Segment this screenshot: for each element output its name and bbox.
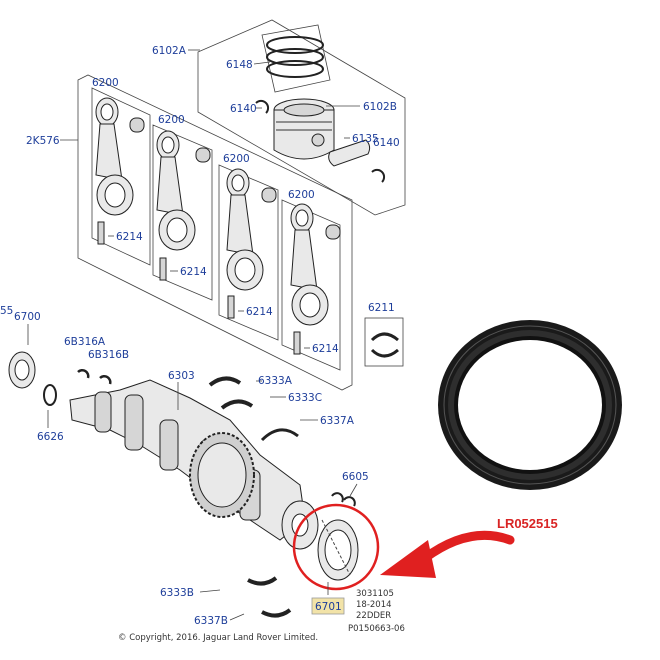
label-6214-c: 6214 <box>246 306 273 318</box>
highlight-box-6701 <box>311 597 345 615</box>
meta-line-1: 3031105 <box>356 589 394 599</box>
label-6626: 6626 <box>37 431 64 443</box>
label-6200-b: 6200 <box>158 114 185 126</box>
label-6135: 6135 <box>352 133 379 145</box>
connecting-rod-group <box>77 74 353 391</box>
label-6337B: 6337B <box>194 615 228 627</box>
label-6102A: 6102A <box>152 45 187 57</box>
meta-line-3: 22DDER <box>356 611 391 621</box>
label-6605: 6605 <box>342 471 369 483</box>
label-6333C: 6333C <box>288 392 322 404</box>
label-6333A: 6333A <box>258 375 293 387</box>
highlight-circle <box>292 503 380 591</box>
label-2K576: 2K576 <box>26 135 60 147</box>
label-6214-b: 6214 <box>180 266 207 278</box>
label-6701: 6701 <box>315 601 342 613</box>
label-6200-c: 6200 <box>223 153 250 165</box>
label-6303: 6303 <box>168 370 195 382</box>
part-labels: 6102A 6148 6140 6102B 6135 6140 2K576 62… <box>0 45 400 627</box>
part-number-label: LR052515 <box>497 516 558 531</box>
label-6148: 6148 <box>226 59 253 71</box>
meta-line-4: P0150663-06 <box>348 624 405 634</box>
label-6140-b: 6140 <box>373 137 400 149</box>
label-6200-a: 6200 <box>92 77 119 89</box>
meta-line-2: 18-2014 <box>356 600 392 610</box>
label-6337A: 6337A <box>320 415 355 427</box>
piston-group <box>197 19 406 216</box>
label-6140-a: 6140 <box>230 103 257 115</box>
seal-photo <box>438 320 622 490</box>
bearing-shell-6211 <box>364 317 404 367</box>
label-6211: 6211 <box>368 302 395 314</box>
label-6B316A: 6B316A <box>64 336 106 348</box>
label-6102B: 6102B <box>363 101 397 113</box>
drawing-metadata: 3031105 18-2014 22DDER P0150663-06 <box>348 589 405 634</box>
label-6B316B: 6B316B <box>88 349 129 361</box>
label-6200-d: 6200 <box>288 189 315 201</box>
main-bearing-shells <box>208 376 356 618</box>
rear-seal-6701 <box>317 519 359 581</box>
label-55: 55 <box>0 305 13 317</box>
label-6214-a: 6214 <box>116 231 143 243</box>
connecting-rods <box>95 97 341 355</box>
copyright-text: © Copyright, 2016. Jaguar Land Rover Lim… <box>118 633 318 643</box>
label-6214-d: 6214 <box>312 343 339 355</box>
label-6333B: 6333B <box>160 587 194 599</box>
label-6700: 6700 <box>14 311 41 323</box>
leader-lines <box>27 49 360 621</box>
pointer-arrow <box>380 530 515 578</box>
